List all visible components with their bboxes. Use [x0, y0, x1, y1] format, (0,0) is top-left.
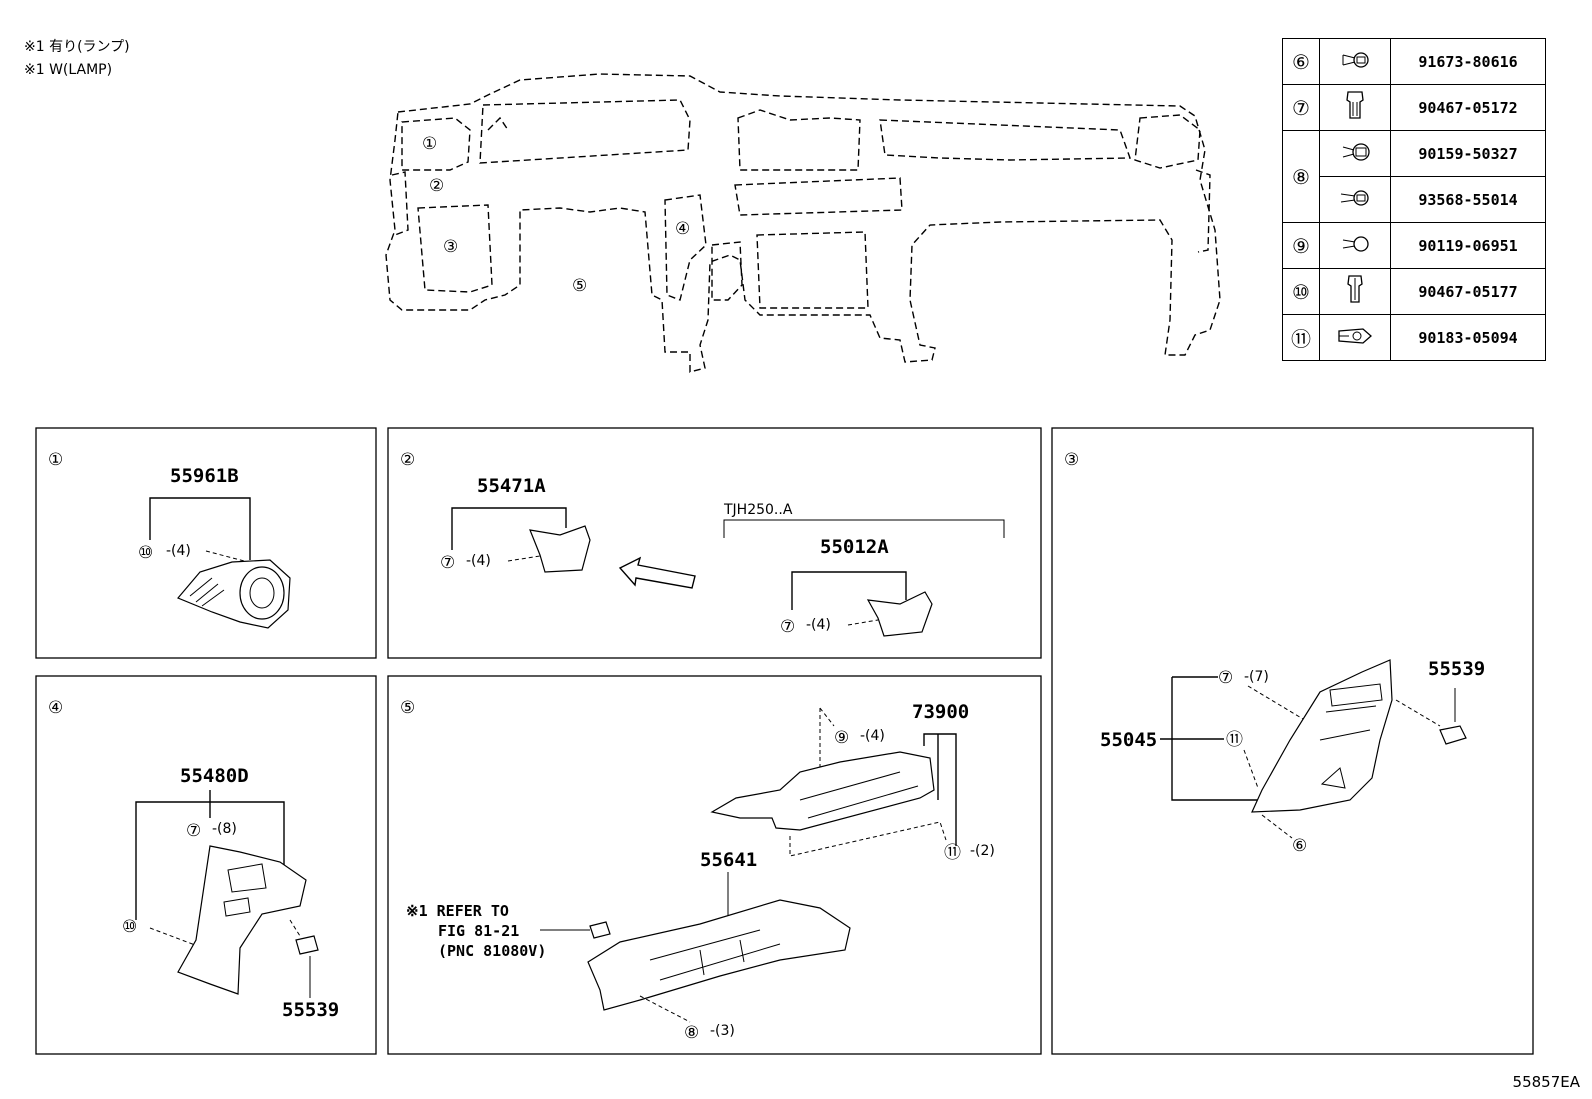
legend-index: ⑪ [1282, 314, 1320, 361]
panel-2-qty-b: -(4) [806, 617, 831, 633]
diagram-code: 55857EA [1512, 1073, 1580, 1091]
legend-part-number: 91673-80616 [1390, 38, 1546, 85]
panel-3-fastener-11: ⑪ [1226, 730, 1243, 750]
overview-callout-1: ① [422, 134, 437, 154]
panel-5-fastener-11: ⑪ [944, 843, 961, 863]
legend-row: ⑨ 90119-06951 [1282, 222, 1546, 269]
panel-4-fastener-7: ⑦ [186, 821, 201, 841]
panel-2-fastener-a: ⑦ [440, 553, 455, 573]
panel-1-part-number: 55961B [170, 465, 239, 487]
panel-1-frame [35, 427, 377, 659]
panel-3-part-number: 55045 [1100, 729, 1157, 751]
overview-callout-4: ④ [675, 219, 690, 239]
panel-2-qty-a: -(4) [466, 553, 491, 569]
legend-part-number: 90119-06951 [1390, 222, 1546, 269]
panel-2-part-a: 55471A [477, 475, 546, 497]
overview-callout-2: ② [429, 176, 444, 196]
panel-5-ref-line-3: (PNC 81080V) [438, 942, 546, 960]
dashboard-overview [385, 73, 1221, 373]
legend-index: ⑩ [1282, 268, 1320, 315]
panel-4-fastener-10: ⑩ [122, 917, 137, 937]
cap-part [1439, 725, 1467, 745]
legend-part-number: 90159-50327 [1390, 130, 1546, 177]
panel-3-frame [1051, 427, 1534, 1055]
panel-2-label: ② [400, 450, 415, 470]
legend-row: ⑦ 90467-05172 [1282, 84, 1546, 131]
panel-5-part-top: 73900 [912, 701, 969, 723]
panel-3-fastener-6: ⑥ [1292, 836, 1307, 856]
panel-4-cap-part: 55539 [282, 999, 339, 1021]
knee-panel-part [529, 525, 591, 573]
legend-row: ⑩ 90467-05177 [1282, 268, 1546, 315]
panel-2-variant: TJH250..A [723, 502, 793, 518]
nut-clip-icon [1319, 314, 1391, 361]
panel-2-fastener-b: ⑦ [780, 617, 795, 637]
legend-part-number: 90467-05177 [1390, 268, 1546, 315]
panel-3-fastener-7: ⑦ [1218, 668, 1233, 688]
panel-1-qty: -(4) [166, 543, 191, 559]
air-outlet-part [177, 559, 291, 629]
panel-5-ref-line-1: ※1 REFER TO [406, 902, 509, 920]
panel-5-fastener-8: ⑧ [684, 1023, 699, 1043]
screw-icon [1319, 222, 1391, 269]
clip-icon [1319, 84, 1391, 131]
fastener-legend-table: ⑥ 91673-80616 ⑦ 90467-05172 ⑧ 90159-5032… [1282, 38, 1546, 361]
panel-4-qty-7: -(8) [212, 821, 237, 837]
side-trim-part [177, 845, 307, 995]
cap-part [295, 935, 319, 955]
overview-callout-5: ⑤ [572, 276, 587, 296]
panel-5-frame [387, 675, 1042, 1055]
panel-5-fastener-9: ⑨ [834, 728, 849, 748]
panel-5-ref-line-2: FIG 81-21 [438, 922, 519, 940]
knee-panel-alt-part [866, 591, 933, 637]
lower-finish-panel-part [587, 899, 851, 1011]
legend-index: ⑨ [1282, 222, 1320, 269]
panel-1-label: ① [48, 450, 63, 470]
legend-part-number: 90183-05094 [1390, 314, 1546, 361]
panel-4-label: ④ [48, 698, 63, 718]
note-lamp-jp: ※1 有り(ランプ) [24, 39, 130, 55]
panel-3-cap-part: 55539 [1428, 658, 1485, 680]
note-lamp-en: ※1 W(LAMP) [24, 62, 113, 78]
legend-row: ⑪ 90183-05094 [1282, 314, 1546, 361]
panel-3-qty-7: -(7) [1244, 669, 1269, 685]
panel-4-frame [35, 675, 377, 1055]
direction-arrow-icon [618, 556, 696, 589]
panel-3-label: ③ [1064, 450, 1079, 470]
lower-side-panel-part [1251, 659, 1393, 813]
panel-5-qty-8: -(3) [710, 1023, 735, 1039]
panel-2-part-b: 55012A [820, 536, 889, 558]
screw-icon [1319, 130, 1391, 177]
legend-part-number: 90467-05172 [1390, 84, 1546, 131]
panel-5-qty-11: -(2) [970, 843, 995, 859]
panel-4-part-number: 55480D [180, 765, 249, 787]
panel-5-qty-9: -(4) [860, 728, 885, 744]
overview-callout-3: ③ [443, 237, 458, 257]
panel-5-part-bottom: 55641 [700, 849, 757, 871]
lamp-part [589, 921, 611, 939]
screw-icon [1319, 176, 1391, 223]
storage-box-part [710, 751, 935, 831]
legend-index: ⑥ [1282, 38, 1320, 85]
panel-1-fastener: ⑩ [138, 543, 153, 563]
legend-index: ⑦ [1282, 84, 1320, 131]
panel-2-frame [387, 427, 1042, 659]
panel-5-label: ⑤ [400, 698, 415, 718]
legend-row: ⑥ 91673-80616 [1282, 38, 1546, 85]
